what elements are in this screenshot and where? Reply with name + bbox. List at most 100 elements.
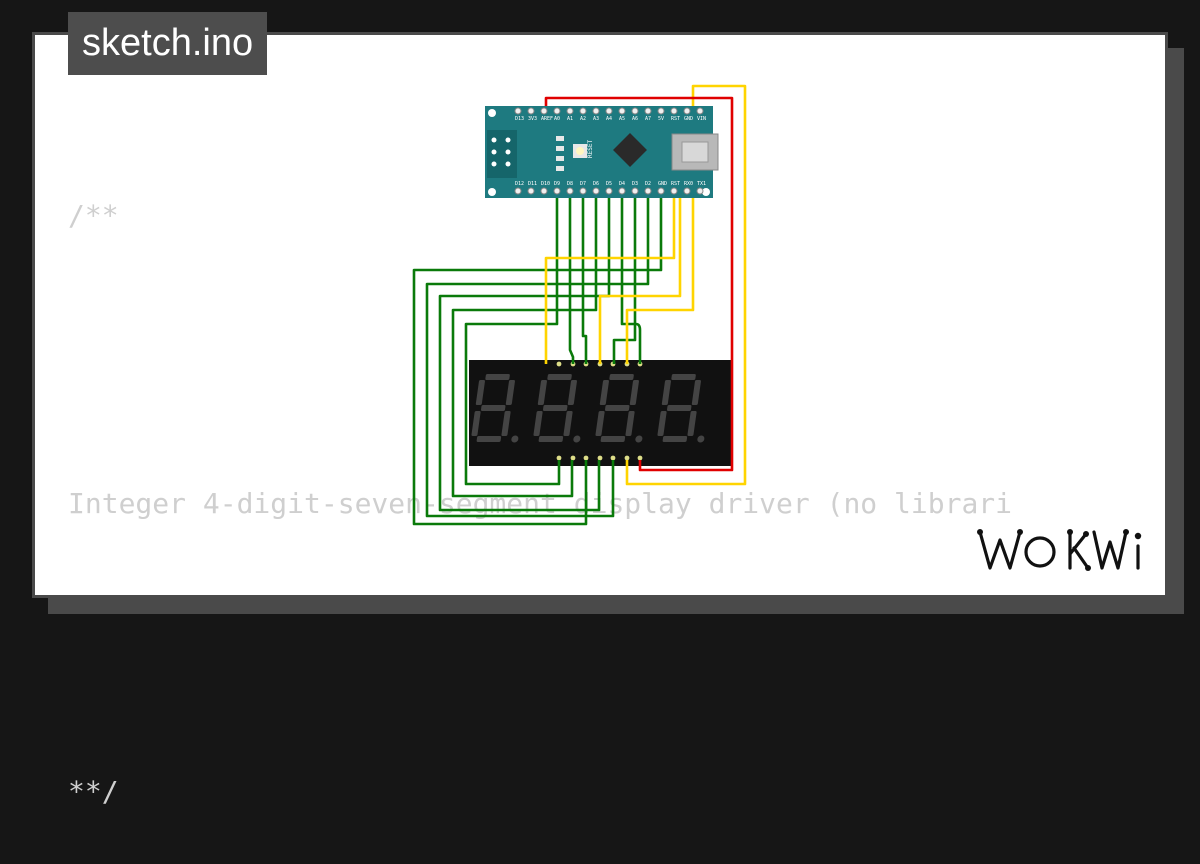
board-pin-label: D12 (515, 181, 524, 187)
board-pin-label: D5 (606, 181, 612, 187)
code-preview: /** Integer 4-digit-seven-segment displa… (68, 96, 1134, 864)
segment (542, 405, 568, 411)
segment (595, 411, 605, 436)
board-pin[interactable] (696, 187, 704, 195)
wire-green (581, 192, 588, 364)
board-pin-label: 3V3 (528, 116, 537, 122)
wire-green (568, 192, 575, 364)
board-pin-label: RST (671, 116, 680, 122)
board-pin-label: A1 (567, 116, 573, 122)
code-line: /** (68, 199, 119, 232)
board-pin[interactable] (527, 107, 535, 115)
display-pin[interactable] (556, 455, 562, 461)
segment (533, 411, 543, 436)
segment (471, 411, 481, 436)
display-pin[interactable] (570, 455, 576, 461)
board-pin[interactable] (618, 107, 626, 115)
board-pin[interactable] (683, 107, 691, 115)
board-pin[interactable] (644, 187, 652, 195)
board-pin[interactable] (579, 107, 587, 115)
board-pin[interactable] (592, 187, 600, 195)
board-pin-label: A5 (619, 116, 625, 122)
board-pin[interactable] (644, 107, 652, 115)
board-pin-label: D7 (580, 181, 586, 187)
segment (475, 380, 485, 405)
board-pin[interactable] (657, 187, 665, 195)
display-pin[interactable] (637, 455, 643, 461)
board-pin-label: 5V (658, 116, 664, 122)
board-pin-label: D11 (528, 181, 537, 187)
board-pin[interactable] (605, 107, 613, 115)
segment (538, 436, 564, 442)
wire-green (438, 192, 611, 512)
board-pin[interactable] (514, 187, 522, 195)
code-line: **/ (68, 775, 119, 808)
board-pin[interactable] (696, 107, 704, 115)
board-pin[interactable] (553, 187, 561, 195)
board-pin[interactable] (670, 187, 678, 195)
file-tab[interactable]: sketch.ino (68, 12, 268, 75)
display-digit (471, 374, 519, 443)
board-pin-label: D2 (645, 181, 651, 187)
wire-yellow (625, 84, 747, 486)
board-pin-label: D8 (567, 181, 573, 187)
wire-green (412, 192, 663, 526)
board-pin[interactable] (605, 187, 613, 195)
board-pin[interactable] (540, 107, 548, 115)
segment (599, 380, 609, 405)
wire-yellow (625, 192, 695, 364)
board-pin[interactable] (592, 107, 600, 115)
board-pin-label: A0 (554, 116, 560, 122)
board-pin[interactable] (683, 187, 691, 195)
board-pin[interactable] (657, 107, 665, 115)
display-pin[interactable] (556, 361, 562, 367)
board-pin-label: A6 (632, 116, 638, 122)
board-pin-label: A3 (593, 116, 599, 122)
board-pin-label: D4 (619, 181, 625, 187)
board-pin[interactable] (579, 187, 587, 195)
display-digit (657, 374, 705, 443)
board-pin-label: VIN (697, 116, 706, 122)
board-pin[interactable] (631, 187, 639, 195)
display-pin[interactable] (610, 455, 616, 461)
board-pin[interactable] (670, 107, 678, 115)
board-pin[interactable] (527, 187, 535, 195)
segment (563, 411, 573, 436)
board-pin-label: AREF (541, 116, 553, 122)
display-pin[interactable] (624, 455, 630, 461)
board-pin[interactable] (553, 107, 561, 115)
board-pin[interactable] (514, 107, 522, 115)
wire-yellow (598, 192, 682, 364)
code-line: Integer 4-digit-seven-segment display dr… (68, 487, 1013, 520)
wire-green (620, 192, 642, 364)
board-pin-label: D6 (593, 181, 599, 187)
display-pin[interactable] (597, 455, 603, 461)
segment (480, 405, 506, 411)
wokwi-logo (977, 529, 1142, 571)
segment (537, 380, 547, 405)
segment (501, 411, 511, 436)
board-pin-label: D13 (515, 116, 524, 122)
segment (476, 436, 502, 442)
board-pin[interactable] (618, 187, 626, 195)
segment (567, 380, 577, 405)
board-pin[interactable] (540, 187, 548, 195)
microcontroller-chip (613, 133, 647, 167)
segment (485, 374, 510, 380)
segment (662, 436, 688, 442)
segment (657, 411, 667, 436)
segment (671, 374, 696, 380)
decimal-point (573, 435, 581, 443)
display-pin[interactable] (583, 455, 589, 461)
board-pin-label: GND (658, 181, 667, 187)
segment (661, 380, 671, 405)
board-pin[interactable] (631, 107, 639, 115)
wire-yellow (544, 192, 676, 364)
board-pin[interactable] (566, 187, 574, 195)
board-pin[interactable] (566, 107, 574, 115)
board-pin-label: RST (671, 181, 680, 187)
segment (609, 374, 634, 380)
